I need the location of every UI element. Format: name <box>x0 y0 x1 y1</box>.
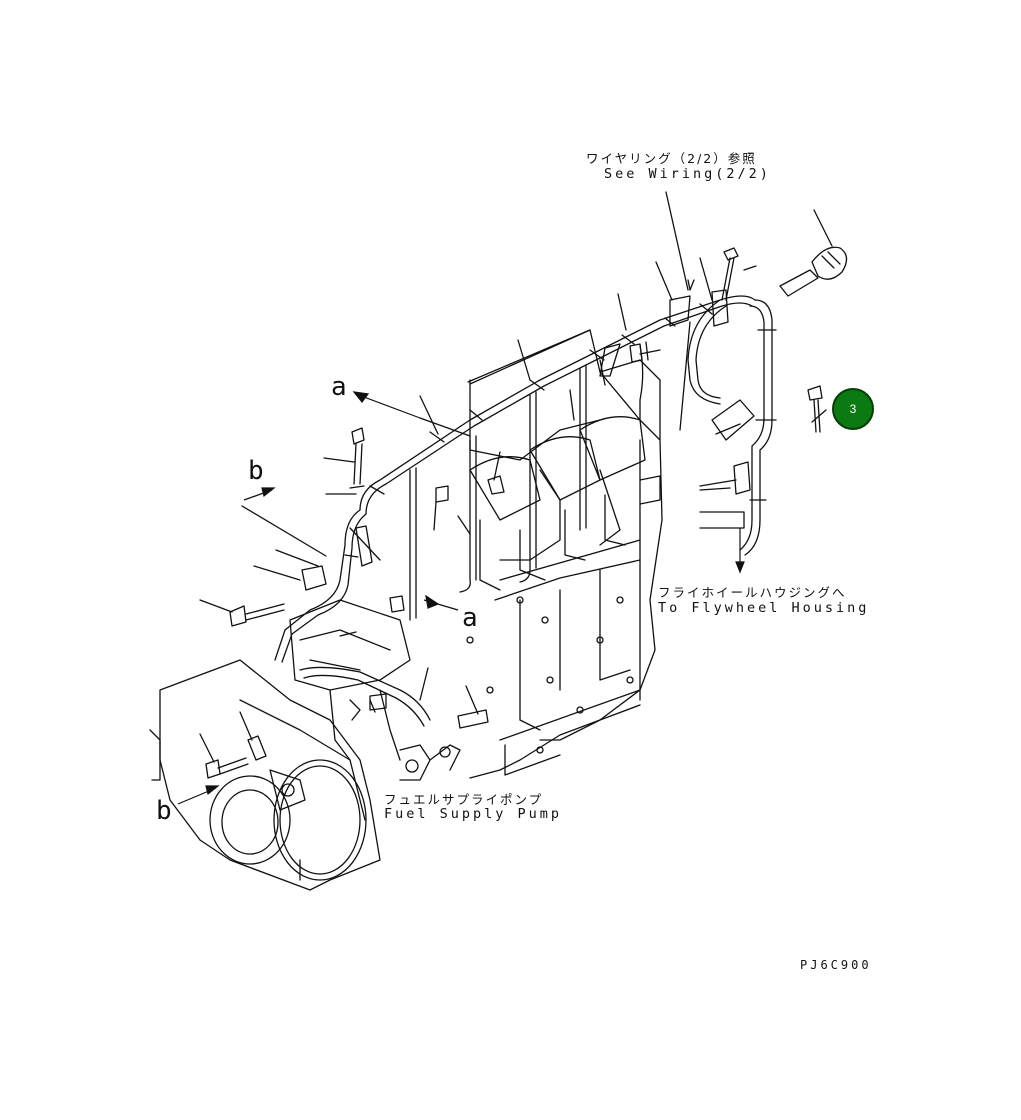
view-marker-a-bottom: a <box>462 603 478 633</box>
wiring-reference-en: See Wiring(2/2) <box>604 166 771 182</box>
flywheel-housing-jp: フライホイールハウジングへ <box>658 585 847 600</box>
part-callout-number: 3 <box>849 402 857 416</box>
drawing-code: PJ6C900 <box>800 958 872 972</box>
wiring-reference-jp: ワイヤリング（2/2）参照 <box>586 151 757 166</box>
flywheel-housing-en: To Flywheel Housing <box>658 600 870 616</box>
fuel-supply-pump-jp: フュエルサプライポンプ <box>384 792 544 807</box>
view-marker-a-top: a <box>331 372 347 402</box>
view-marker-b-bottom: b <box>156 796 172 826</box>
fuel-supply-pump-en: Fuel Supply Pump <box>384 806 563 822</box>
view-marker-b-top: b <box>248 456 264 486</box>
part-callout-3[interactable]: 3 <box>832 388 874 430</box>
